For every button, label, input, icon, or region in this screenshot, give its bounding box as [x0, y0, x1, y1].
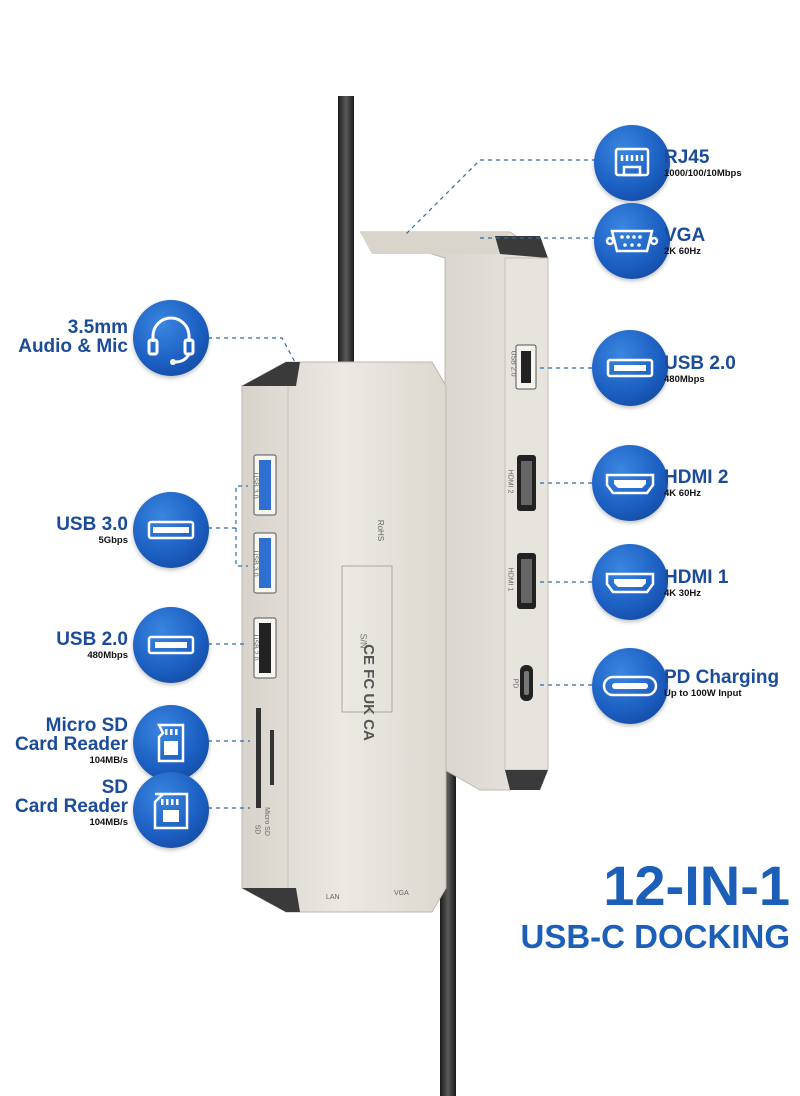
top-cable: [338, 96, 354, 364]
device-label-vga: VGA: [394, 890, 409, 897]
usb-a-port-icon: [592, 330, 668, 406]
hdmi-port-icon: [592, 544, 668, 620]
usb-a-port-icon: [133, 492, 209, 568]
headline-usb-c-docking: USB-C DOCKING: [520, 918, 791, 955]
front-hub: [241, 361, 447, 913]
usb-a-port-icon: [133, 607, 209, 683]
usb-c-port-icon: [592, 648, 668, 724]
ethernet-port-icon: [594, 125, 670, 201]
headset-icon: [133, 300, 209, 376]
hdmi-port-icon: [592, 445, 668, 521]
headline-12-in-1: 12-IN-1: [603, 854, 790, 917]
micro-sd-card-icon: [133, 705, 209, 781]
device-label-lan: LAN: [326, 894, 340, 901]
vga-port-icon: [594, 203, 670, 279]
sd-card-icon: [133, 772, 209, 848]
